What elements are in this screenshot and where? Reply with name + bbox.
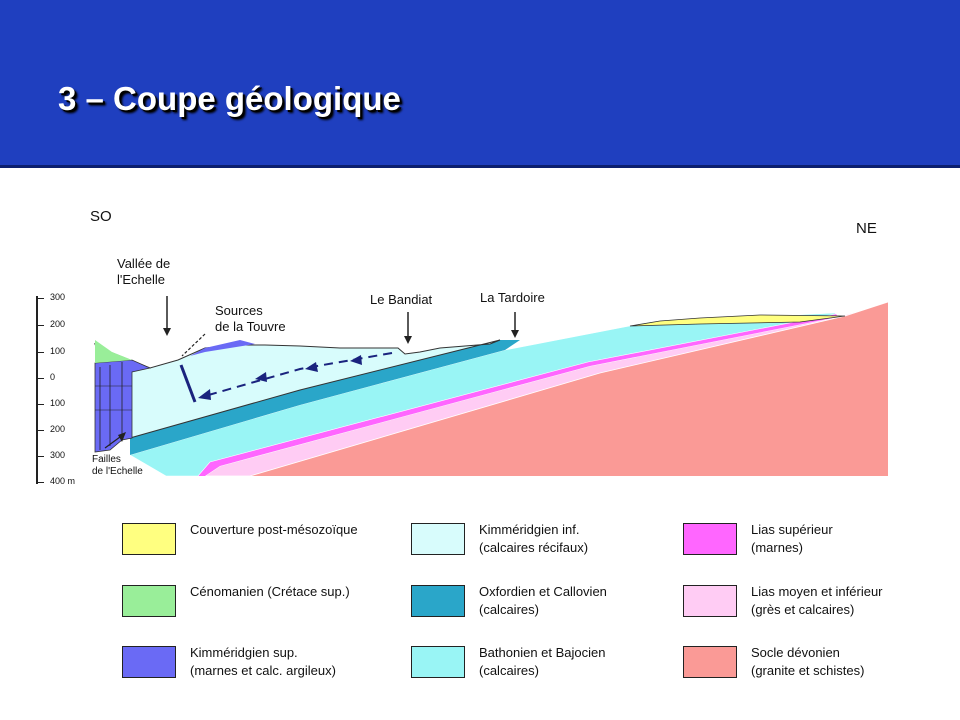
legend-swatch (122, 523, 176, 555)
tardoire-pointer-head (511, 330, 519, 338)
legend-swatch (683, 523, 737, 555)
legend-item: Couverture post-mésozoïque (122, 515, 392, 567)
legend-label: Cénomanien (Crétace sup.) (190, 583, 350, 601)
legend-swatch (122, 646, 176, 678)
legend-label: Bathonien et Bajocien(calcaires) (479, 644, 605, 680)
legend-label: Lias moyen et inférieur(grès et calcaire… (751, 583, 883, 619)
legend-label: Couverture post-mésozoïque (190, 521, 358, 539)
legend-item: Lias supérieur(marnes) (683, 515, 953, 567)
annotation-bandiat: Le Bandiat (370, 292, 432, 308)
legend-swatch (122, 585, 176, 617)
legend-swatch (683, 646, 737, 678)
layer-cenomanien (95, 340, 132, 363)
annotation-tardoire: La Tardoire (480, 290, 545, 306)
legend-label: Kimméridgien sup.(marnes et calc. argile… (190, 644, 336, 680)
legend-item: Oxfordien et Callovien(calcaires) (411, 577, 681, 629)
legend-label: Kimméridgien inf.(calcaires récifaux) (479, 521, 588, 557)
legend-label: Lias supérieur(marnes) (751, 521, 833, 557)
vallee-pointer-head (163, 328, 171, 336)
bandiat-pointer-head (404, 336, 412, 344)
legend-item: Socle dévonien(granite et schistes) (683, 638, 953, 690)
legend-item: Kimméridgien inf.(calcaires récifaux) (411, 515, 681, 567)
legend-swatch (411, 646, 465, 678)
legend-label: Oxfordien et Callovien(calcaires) (479, 583, 607, 619)
legend-swatch (683, 585, 737, 617)
legend-item: Bathonien et Bajocien(calcaires) (411, 638, 681, 690)
legend-swatch (411, 585, 465, 617)
legend-item: Cénomanien (Crétace sup.) (122, 577, 392, 629)
legend-item: Kimméridgien sup.(marnes et calc. argile… (122, 638, 392, 690)
legend-label: Socle dévonien(granite et schistes) (751, 644, 864, 680)
legend-item: Lias moyen et inférieur(grès et calcaire… (683, 577, 953, 629)
legend-swatch (411, 523, 465, 555)
